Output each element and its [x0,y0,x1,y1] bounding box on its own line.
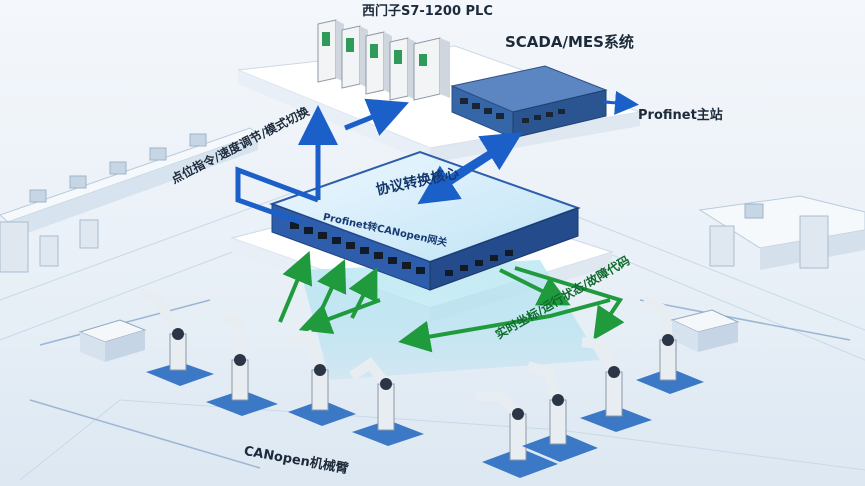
profinet-master-label: Profinet主站 [638,108,723,123]
control-station-left [78,319,147,362]
gateway-device-icon [269,150,581,291]
right-workstations [698,195,865,270]
plc-rack [317,19,450,101]
ethernet-switch-icon [450,65,608,139]
control-station-right [670,309,740,352]
plc-label: 西门子S7-1200 PLC [362,4,493,19]
left-workstations [0,127,260,273]
command-arrows [235,90,639,225]
robot-arm-group [137,287,704,478]
plc-module-icon [317,19,344,83]
robot-arm-icon [137,287,214,386]
scada-label: SCADA/MES系统 [505,33,634,51]
status-arrows [278,250,625,353]
